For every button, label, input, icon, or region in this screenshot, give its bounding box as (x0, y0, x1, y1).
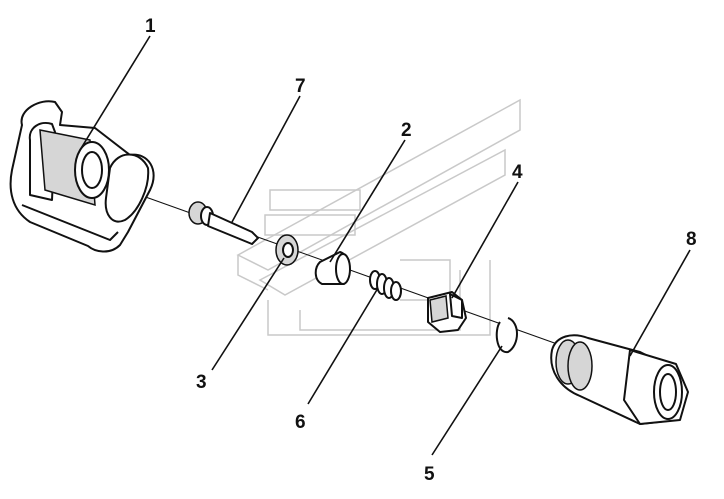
leader-2 (329, 139, 406, 263)
callout-3: 3 (196, 372, 207, 393)
part-6-spring (369, 270, 402, 301)
part-7-pin (188, 201, 259, 245)
callout-7: 7 (295, 76, 306, 97)
leader-5 (431, 345, 503, 456)
leader-3 (211, 257, 285, 371)
leader-4 (451, 181, 519, 299)
leader-7 (231, 95, 301, 223)
leader-8 (629, 249, 691, 357)
part-2-valve-cone (314, 251, 351, 285)
part-3-washer (275, 234, 299, 266)
callout-1: 1 (145, 16, 156, 37)
part-4-valve-body (427, 291, 467, 333)
part-1-bracket (9, 100, 155, 253)
watermark-logo (236, 98, 521, 336)
callout-2: 2 (401, 120, 412, 141)
leader-1 (79, 35, 151, 151)
callout-6: 6 (295, 412, 306, 433)
part-5-snap-ring (495, 317, 518, 354)
callout-4: 4 (512, 162, 523, 183)
callout-8: 8 (686, 229, 697, 250)
callout-5: 5 (424, 464, 435, 485)
part-8-coupling (550, 334, 689, 425)
leader-6 (307, 287, 379, 405)
